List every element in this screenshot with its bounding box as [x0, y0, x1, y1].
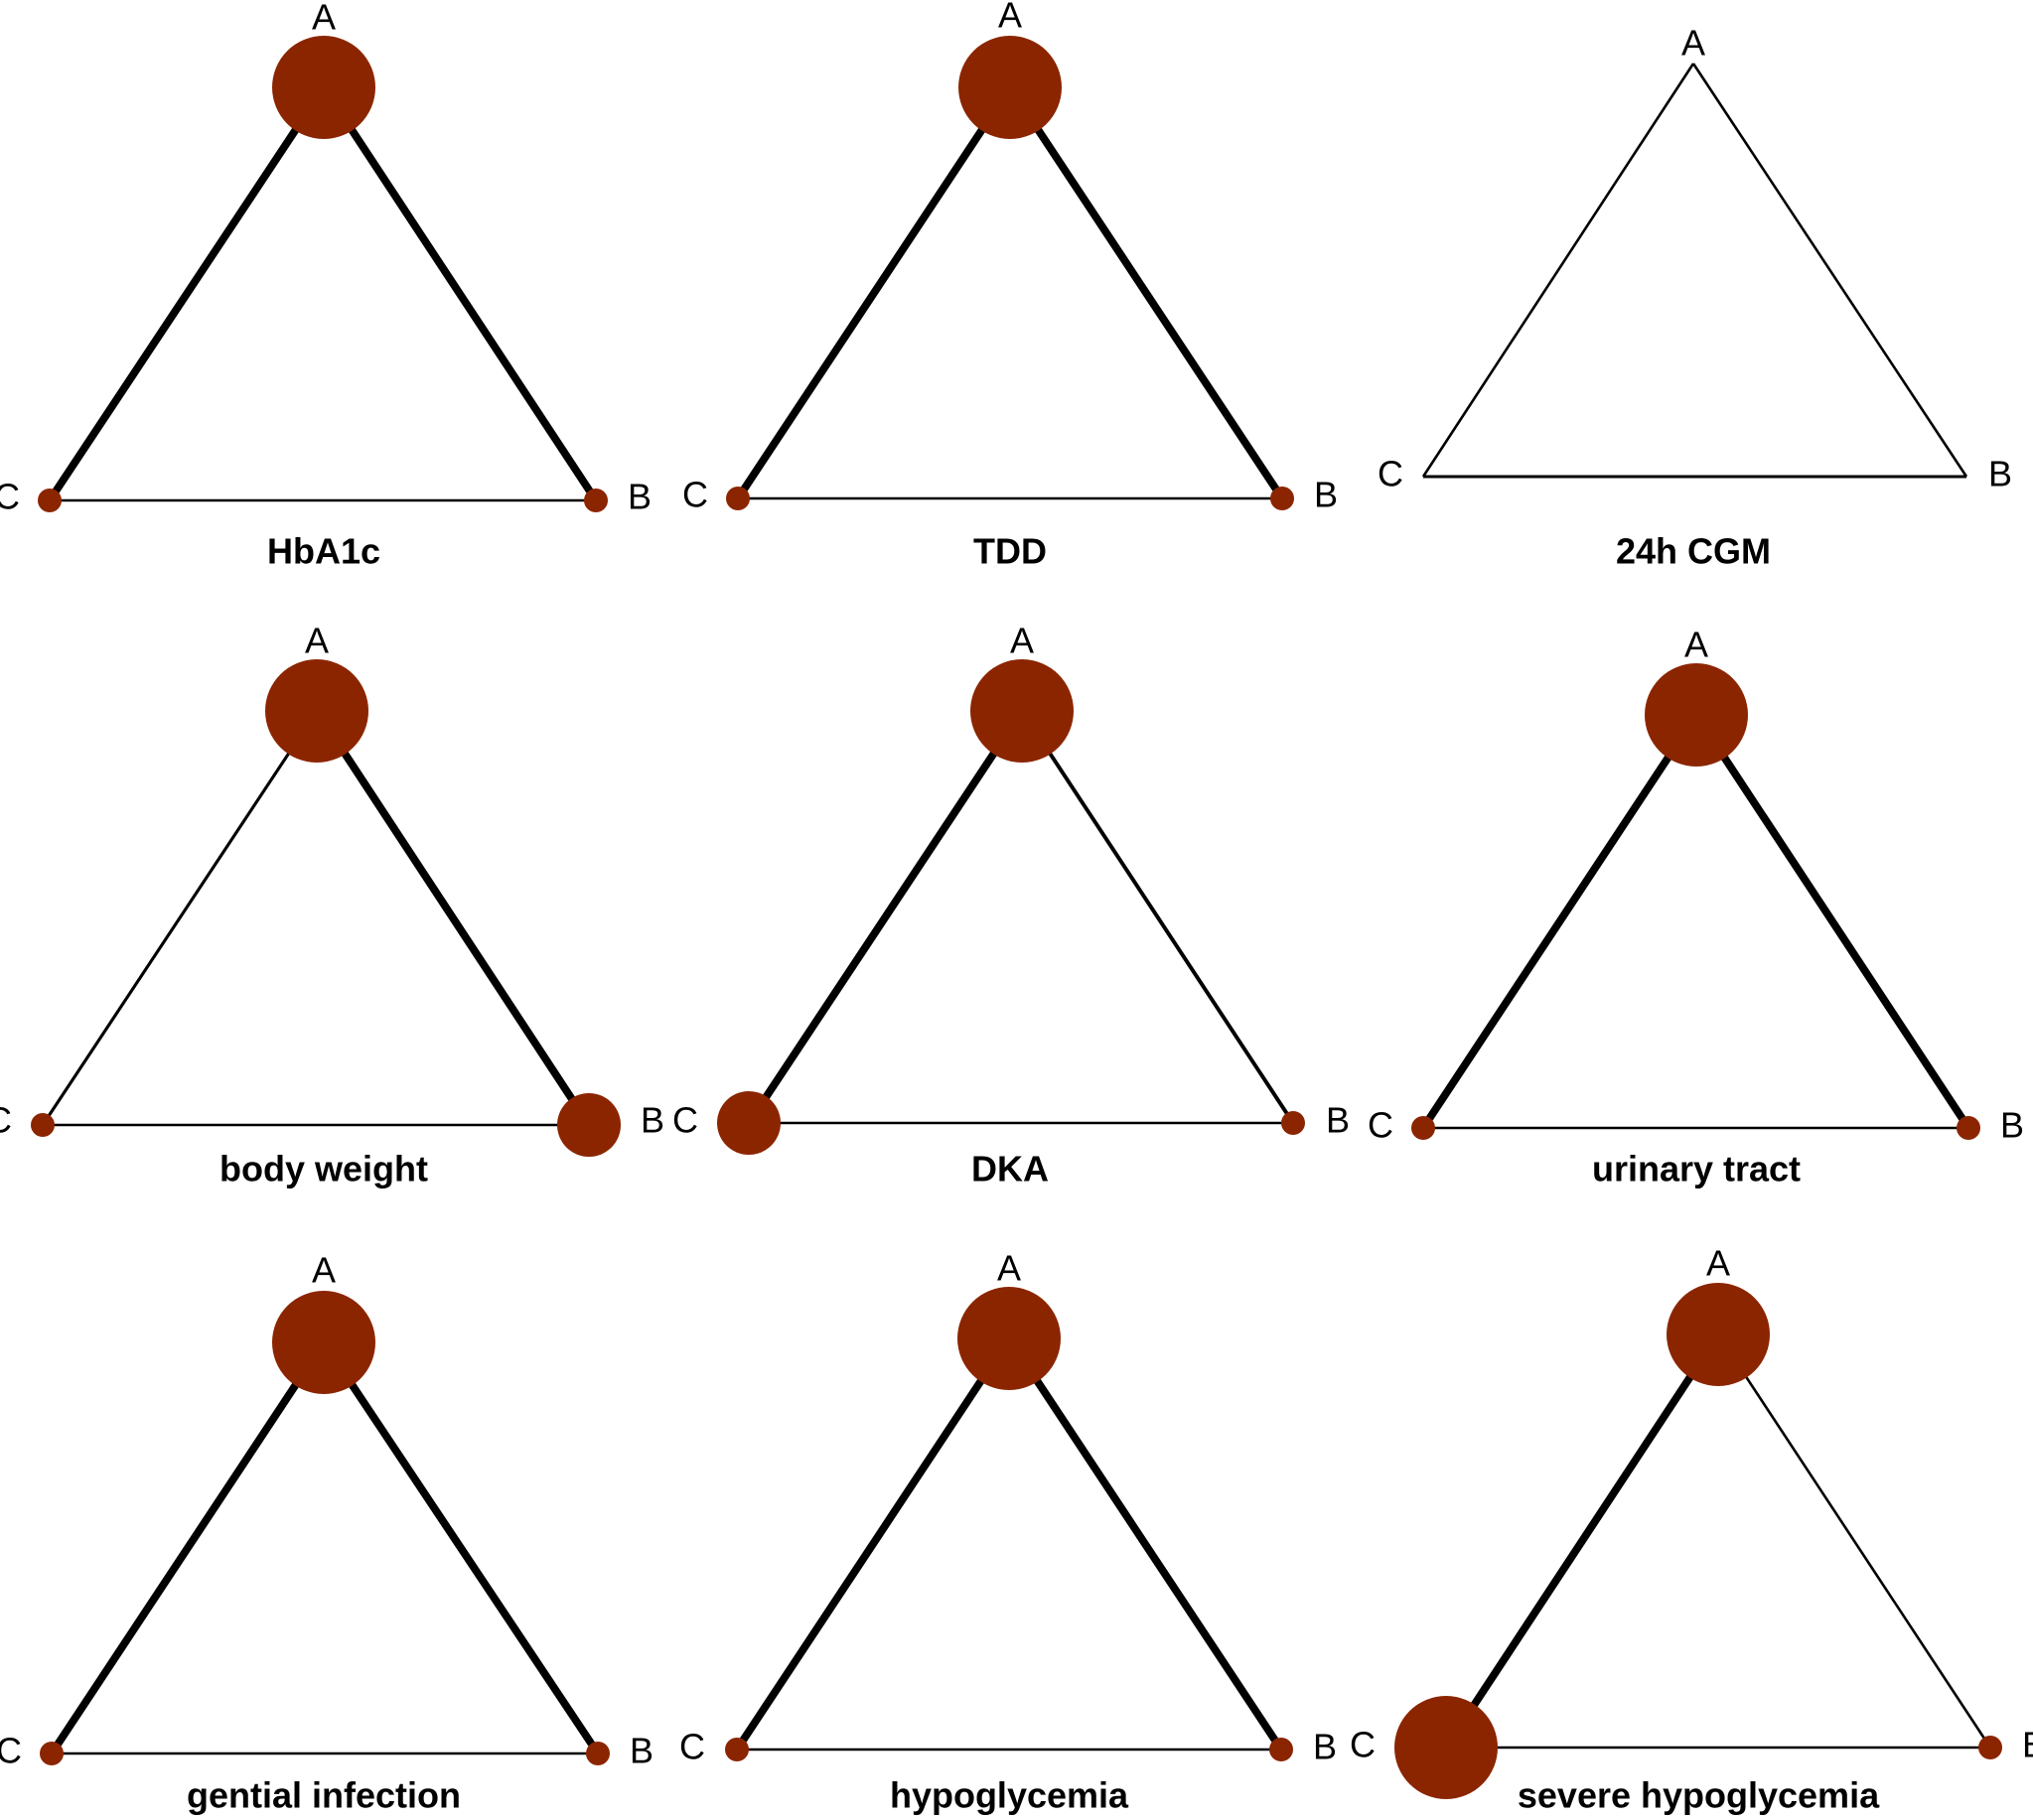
node-label-b: B: [1988, 454, 2012, 494]
panel-title: 24h CGM: [1616, 531, 1771, 572]
network-panel: A B C 24h CGM: [1378, 23, 2012, 572]
edge-ac: [46, 84, 328, 503]
node-label-c: C: [682, 475, 708, 515]
node-label-a: A: [305, 621, 329, 661]
edge-ab: [1716, 1333, 1992, 1749]
edge-ab: [1006, 84, 1286, 501]
edge-ac: [1442, 1331, 1722, 1750]
node-c: [31, 1113, 55, 1137]
panel-title: HbA1c: [267, 531, 380, 572]
panel-title: severe hypoglycemia: [1518, 1775, 1880, 1816]
node-label-b: B: [628, 477, 652, 517]
edge-ab: [1005, 1335, 1285, 1752]
edge-ac: [1421, 63, 1695, 478]
panel-title: body weight: [219, 1149, 428, 1190]
edge-ab: [313, 708, 593, 1128]
node-c: [726, 487, 750, 510]
edge-ac: [745, 708, 1026, 1126]
panel-title: gential infection: [187, 1775, 461, 1816]
node-c: [717, 1091, 781, 1155]
node-label-a: A: [1010, 621, 1034, 661]
node-label-c: C: [1378, 454, 1403, 494]
edge-ac: [48, 1339, 328, 1756]
edge-ac: [733, 1335, 1013, 1752]
network-panel: A B C DKA: [672, 621, 1350, 1190]
network-panel: A B C HbA1c: [0, 0, 652, 572]
network-panel: A B C TDD: [682, 0, 1338, 572]
panel-title: DKA: [971, 1149, 1049, 1190]
node-label-c: C: [0, 477, 20, 517]
edge-ab: [320, 1339, 602, 1756]
node-a: [1645, 663, 1748, 767]
node-label-b: B: [641, 1100, 664, 1141]
node-c: [38, 489, 62, 512]
node-label-b: B: [2000, 1105, 2024, 1146]
edge-ac: [734, 84, 1014, 501]
panel-title: hypoglycemia: [890, 1775, 1129, 1816]
node-a: [272, 1291, 375, 1394]
node-label-c: C: [1350, 1725, 1376, 1765]
edge-ac: [1419, 712, 1700, 1131]
edge-ab: [1692, 712, 1972, 1131]
panel-title: TDD: [973, 531, 1047, 572]
node-c: [1411, 1116, 1435, 1140]
node-b: [586, 1742, 610, 1765]
panel-title: urinary tract: [1592, 1149, 1801, 1190]
node-c: [725, 1738, 749, 1761]
node-label-c: C: [0, 1100, 12, 1141]
node-b: [1269, 1738, 1293, 1761]
node-label-a: A: [998, 0, 1022, 36]
node-label-b: B: [2022, 1725, 2033, 1765]
node-b: [1281, 1111, 1305, 1135]
node-a: [1667, 1283, 1770, 1386]
node-label-a: A: [312, 0, 336, 38]
node-a: [265, 659, 368, 763]
node-label-c: C: [0, 1731, 22, 1771]
node-label-c: C: [1368, 1105, 1393, 1146]
node-b: [1270, 487, 1294, 510]
node-label-a: A: [1684, 625, 1708, 665]
node-a: [970, 659, 1074, 763]
node-label-a: A: [312, 1250, 336, 1291]
node-label-b: B: [1326, 1100, 1350, 1141]
node-label-c: C: [672, 1100, 698, 1141]
node-b: [557, 1093, 621, 1157]
node-label-b: B: [1314, 475, 1338, 515]
node-label-b: B: [1313, 1727, 1337, 1767]
network-panel: A B Cbody weight: [0, 621, 664, 1190]
node-label-a: A: [1706, 1243, 1730, 1284]
edge-ab: [1691, 63, 1968, 478]
node-label-a: A: [1681, 23, 1705, 64]
node-label-b: B: [630, 1731, 653, 1771]
node-b: [1978, 1736, 2002, 1759]
node-c: [1394, 1696, 1498, 1799]
node-label-c: C: [679, 1727, 705, 1767]
edge-ab: [320, 84, 600, 503]
node-b: [584, 489, 608, 512]
node-a: [958, 36, 1062, 139]
node-label-a: A: [997, 1248, 1021, 1289]
node-b: [1957, 1116, 1980, 1140]
node-a: [272, 36, 375, 139]
node-a: [957, 1287, 1061, 1390]
node-c: [40, 1742, 64, 1765]
edge-ac: [41, 710, 319, 1126]
edge-ab: [1020, 709, 1295, 1125]
